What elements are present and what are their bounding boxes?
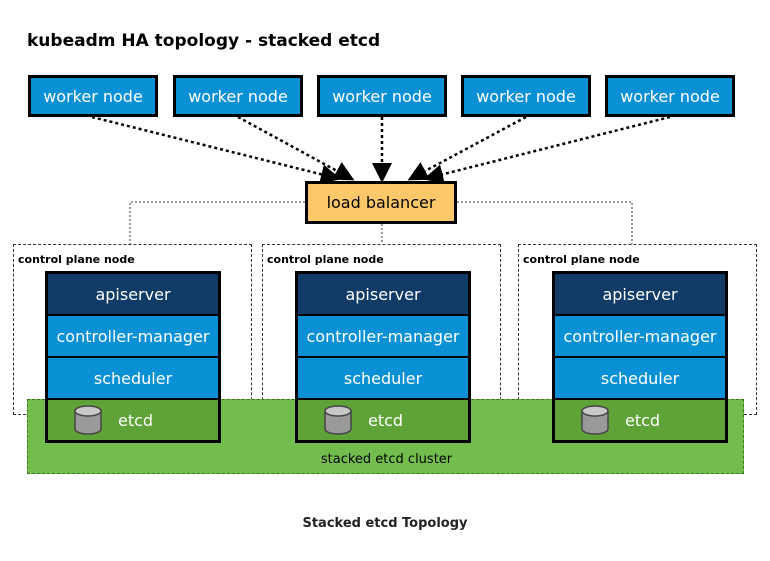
control-plane-label: control plane node — [523, 253, 640, 266]
controller-manager-block: controller-manager — [555, 316, 725, 356]
worker-node: worker node — [173, 75, 303, 117]
worker-node: worker node — [28, 75, 158, 117]
worker-to-lb-arrow — [407, 115, 527, 181]
apiserver-block: apiserver — [298, 274, 468, 314]
etcd-label: etcd — [625, 410, 661, 430]
control-plane-label: control plane node — [18, 253, 135, 266]
lb-to-cp-line — [457, 201, 633, 244]
figure-caption: Stacked etcd Topology — [302, 516, 468, 531]
worker-to-lb-arrow — [423, 115, 671, 185]
apiserver-block: apiserver — [555, 274, 725, 314]
scheduler-block: scheduler — [298, 358, 468, 398]
etcd-block: etcd — [298, 400, 468, 440]
control-plane-label: control plane node — [267, 253, 384, 266]
worker-node: worker node — [605, 75, 735, 117]
etcd-block: etcd — [555, 400, 725, 440]
scheduler-block: scheduler — [555, 358, 725, 398]
database-icon — [581, 405, 609, 435]
worker-node: worker node — [461, 75, 591, 117]
etcd-label: etcd — [368, 410, 404, 430]
worker-node: worker node — [317, 75, 447, 117]
etcd-block: etcd — [48, 400, 218, 440]
load-balancer: load balancer — [305, 181, 457, 224]
scheduler-block: scheduler — [48, 358, 218, 398]
lb-to-cp-line — [129, 201, 305, 244]
controller-manager-block: controller-manager — [298, 316, 468, 356]
etcd-label: etcd — [118, 410, 154, 430]
etcd-cluster-label: stacked etcd cluster — [320, 452, 453, 467]
apiserver-block: apiserver — [48, 274, 218, 314]
control-plane-stack: apiserver controller-manager scheduler e… — [552, 271, 728, 443]
database-icon — [324, 405, 352, 435]
diagram-title: kubeadm HA topology - stacked etcd — [27, 31, 381, 51]
control-plane-stack: apiserver controller-manager scheduler e… — [45, 271, 221, 443]
worker-to-lb-arrow — [237, 115, 355, 181]
worker-to-lb-arrow — [91, 115, 341, 185]
controller-manager-block: controller-manager — [48, 316, 218, 356]
control-plane-stack: apiserver controller-manager scheduler e… — [295, 271, 471, 443]
database-icon — [74, 405, 102, 435]
